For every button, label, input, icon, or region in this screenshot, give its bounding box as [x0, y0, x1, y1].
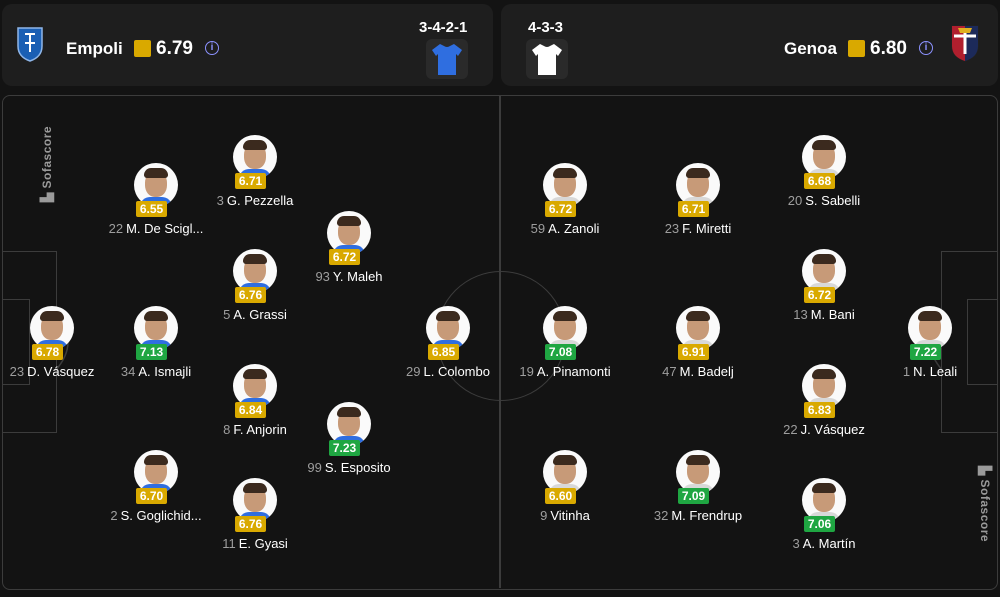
away-goal-box [967, 299, 998, 385]
home-formation: 3-4-2-1 [419, 19, 468, 36]
away-jersey-icon [532, 44, 562, 75]
home-team-rating: 6.79 [156, 38, 193, 59]
home-jersey-icon [432, 44, 462, 75]
away-rating-square [848, 40, 865, 57]
player-rating-badge: 7.22 [910, 344, 941, 360]
home-team-name[interactable]: Empoli [66, 39, 123, 58]
player-rating-badge: 6.76 [235, 516, 266, 532]
player-rating-badge: 6.55 [136, 201, 167, 217]
away-jersey-box [526, 39, 568, 79]
empoli-crest-icon [17, 27, 43, 62]
home-info-icon[interactable]: i [205, 41, 219, 55]
player-rating-badge: 6.72 [804, 287, 835, 303]
player-rating-badge: 7.13 [136, 344, 167, 360]
player-rating-badge: 7.23 [329, 440, 360, 456]
player-rating-badge: 6.60 [545, 488, 576, 504]
player-rating-badge: 7.09 [678, 488, 709, 504]
player-rating-badge: 6.71 [235, 173, 266, 189]
player-rating-badge: 6.72 [329, 249, 360, 265]
player-rating-badge: 6.71 [678, 201, 709, 217]
home-team-card[interactable]: Empoli 6.79 i 3-4-2-1 [2, 4, 493, 86]
player-rating-badge: 6.72 [545, 201, 576, 217]
sofascore-watermark-right: ▙ Sofascore [978, 465, 993, 543]
player-rating-badge: 7.08 [545, 344, 576, 360]
away-team-card[interactable]: 4-3-3 Genoa 6.80 i [501, 4, 998, 86]
player-rating-badge: 7.06 [804, 516, 835, 532]
player-rating-badge: 6.78 [32, 344, 63, 360]
player-rating-badge: 6.70 [136, 488, 167, 504]
sofascore-watermark-left: ▙ Sofascore [40, 125, 55, 203]
player-photo [233, 135, 277, 179]
sofascore-logo-icon: ▙ [40, 188, 55, 203]
home-rating-square [134, 40, 151, 57]
sofascore-logo-icon: ▙ [978, 465, 993, 480]
away-info-icon[interactable]: i [919, 41, 933, 55]
player-rating-badge: 6.91 [678, 344, 709, 360]
player-photo [802, 478, 846, 522]
home-jersey-box [426, 39, 468, 79]
home-goal-box [2, 299, 30, 385]
player-rating-badge: 6.76 [235, 287, 266, 303]
player-rating-badge: 6.84 [235, 402, 266, 418]
genoa-crest-icon [951, 25, 979, 62]
away-formation: 4-3-3 [528, 19, 564, 36]
player-photo [233, 478, 277, 522]
away-team-name[interactable]: Genoa [784, 39, 837, 58]
player-rating-badge: 6.68 [804, 173, 835, 189]
player-photo [802, 135, 846, 179]
player-rating-badge: 6.85 [428, 344, 459, 360]
player-rating-badge: 6.83 [804, 402, 835, 418]
away-team-rating: 6.80 [870, 38, 907, 59]
